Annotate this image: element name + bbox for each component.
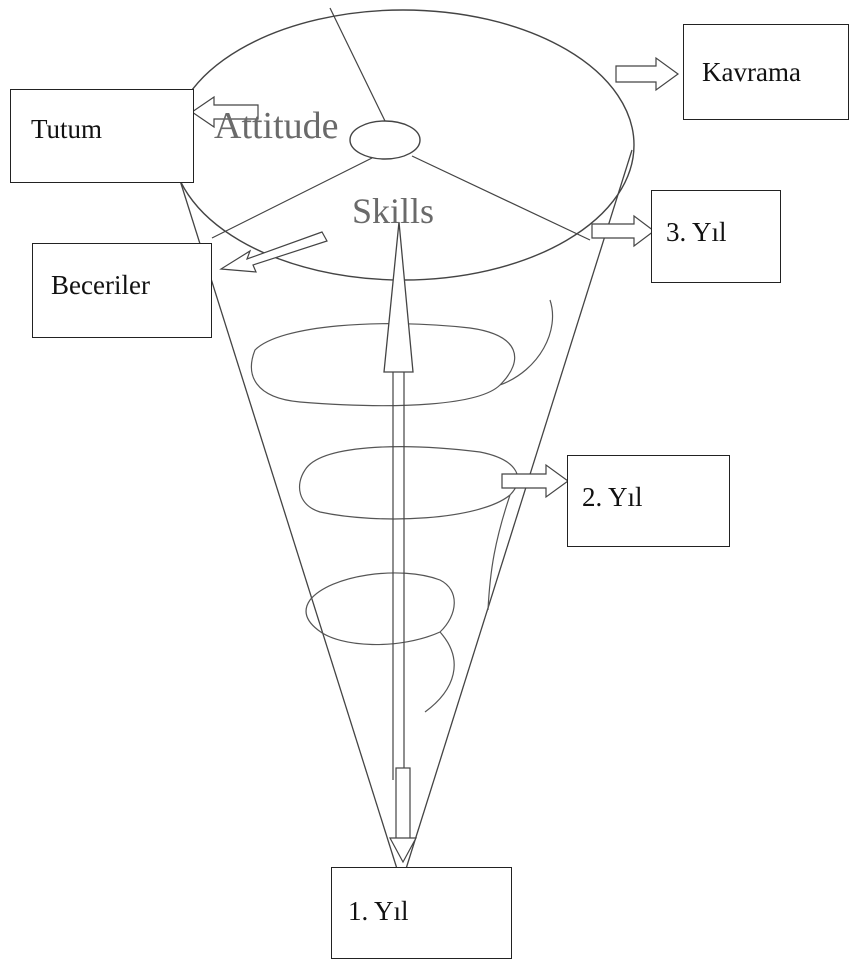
arrow-to-year3 xyxy=(592,216,654,246)
year2-box: 2. Yıl xyxy=(567,455,730,547)
attitude-label: Attitude xyxy=(214,104,339,148)
kavrama-label: Kavrama xyxy=(702,57,801,88)
axis-arrowhead-up xyxy=(384,222,413,372)
arrow-to-kavrama xyxy=(616,58,678,90)
tutum-label: Tutum xyxy=(31,114,102,145)
arrow-to-beceriler xyxy=(221,232,327,272)
down-arrow-shaft xyxy=(396,768,410,840)
center-ellipse xyxy=(350,121,420,159)
year3-label: 3. Yıl xyxy=(666,217,727,248)
spoke-left xyxy=(212,158,372,238)
beceriler-box: Beceriler xyxy=(32,243,212,338)
skills-label: Skills xyxy=(352,190,434,232)
year2-label: 2. Yıl xyxy=(582,482,643,513)
year3-box: 3. Yıl xyxy=(651,190,781,283)
spiral-loop-lower xyxy=(306,573,454,712)
tutum-box: Tutum xyxy=(10,89,194,183)
beceriler-label: Beceriler xyxy=(51,270,150,301)
spoke-right xyxy=(412,156,590,240)
year1-label: 1. Yıl xyxy=(348,896,409,927)
year1-box: 1. Yıl xyxy=(331,867,512,959)
spiral-loop-middle xyxy=(300,447,518,610)
kavrama-box: Kavrama xyxy=(683,24,849,120)
